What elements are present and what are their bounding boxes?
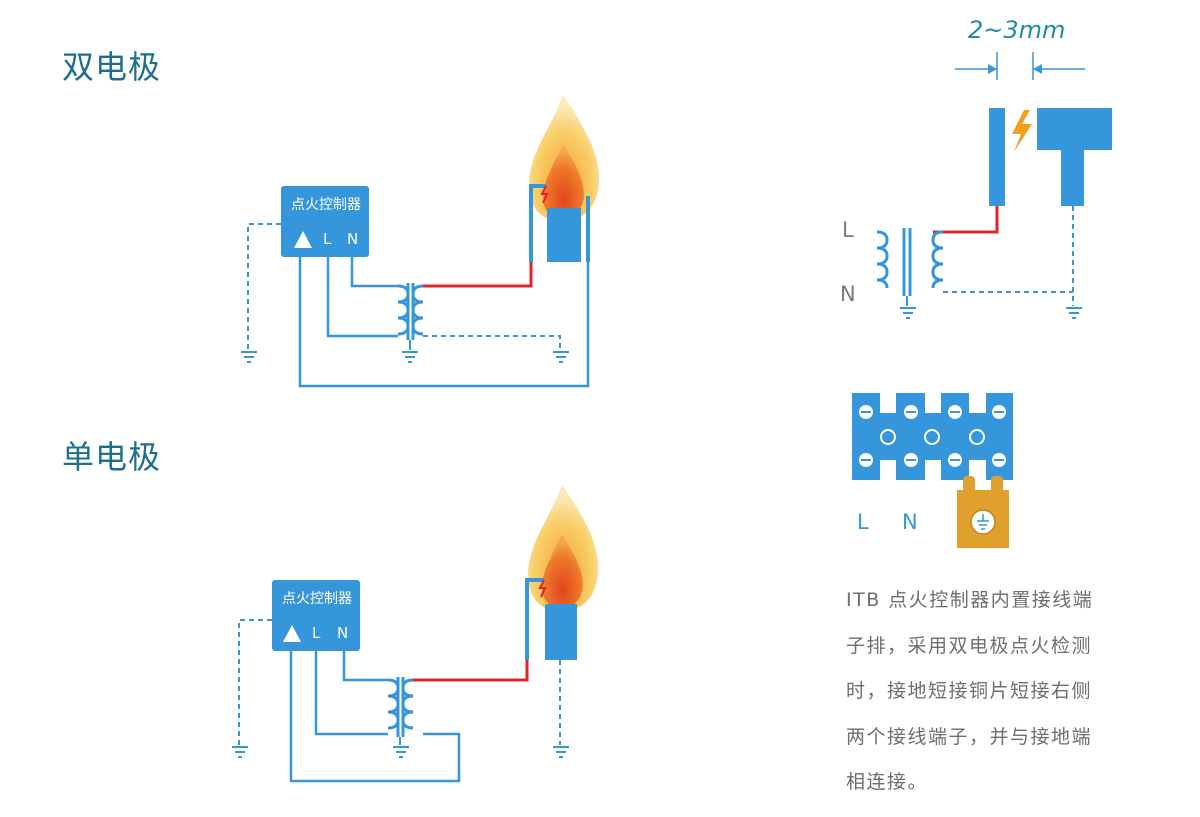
controller-label: 点火控制器 xyxy=(282,591,352,607)
controller-l-terminal: L xyxy=(323,230,332,248)
ignition-controller-double: 点火控制器 L N xyxy=(281,186,369,257)
electrode-gap-diagram xyxy=(876,52,1112,319)
controller-label: 点火控制器 xyxy=(291,197,361,213)
terminal-n-label: N xyxy=(902,510,918,534)
ground-icon xyxy=(401,351,419,363)
spark-icon xyxy=(538,579,547,598)
controller-l-terminal: L xyxy=(312,624,321,642)
single-electrode-diagram xyxy=(231,485,599,783)
terminal-l-label: L xyxy=(857,510,869,534)
description-text: ITB 点火控制器内置接线端子排，采用双电极点火检测时，接地短接铜片短接右侧两个… xyxy=(846,589,1094,793)
burner-tube xyxy=(547,208,581,262)
flame-icon xyxy=(528,485,599,612)
transformer-gap xyxy=(876,228,944,319)
ground-icon xyxy=(552,746,570,758)
burner-head xyxy=(1037,108,1112,206)
gap-n-label: N xyxy=(840,282,856,306)
controller-n-terminal: N xyxy=(337,624,349,642)
ground-icon xyxy=(231,746,249,758)
single-electrode-title: 单电极 xyxy=(62,438,162,476)
ground-icon xyxy=(240,351,258,363)
controller-n-terminal: N xyxy=(347,230,359,248)
terminal-block xyxy=(852,393,1013,548)
double-electrode-title: 双电极 xyxy=(62,48,162,86)
lightning-icon xyxy=(1012,110,1032,152)
double-electrode-diagram xyxy=(240,95,600,388)
spark-icon xyxy=(540,185,549,204)
burner-tube xyxy=(545,604,577,660)
flame-icon xyxy=(529,95,600,222)
ring-row xyxy=(880,429,985,445)
gap-l-label: L xyxy=(842,218,854,242)
ground-icon xyxy=(392,746,410,758)
transformer-single xyxy=(387,677,414,758)
triangle-icon xyxy=(294,231,312,248)
ground-copper-strip xyxy=(957,476,1009,548)
electrode-bar xyxy=(989,108,1005,206)
ignition-controller-single: 点火控制器 L N xyxy=(272,580,360,651)
ground-icon xyxy=(1065,307,1083,319)
triangle-icon xyxy=(283,625,301,642)
ground-icon xyxy=(899,307,917,319)
ground-icon xyxy=(552,351,570,363)
transformer-double xyxy=(397,283,424,363)
gap-dimension-label: 2~3mm xyxy=(968,16,1066,44)
